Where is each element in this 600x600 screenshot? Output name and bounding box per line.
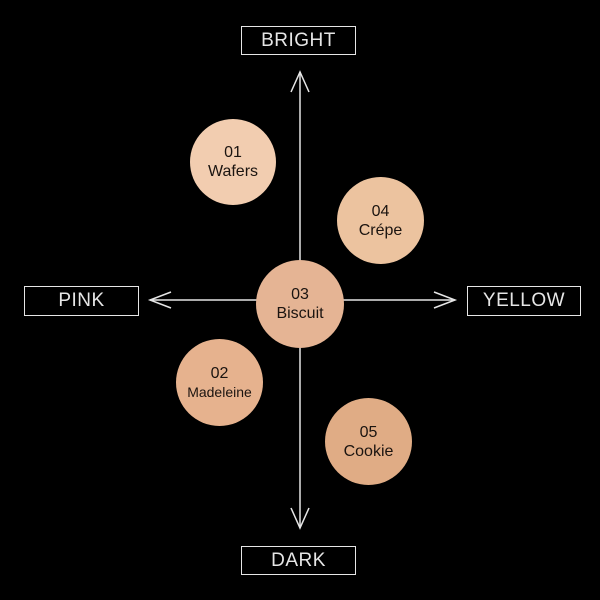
shade-swatch-cookie[interactable]: 05 Cookie: [325, 398, 412, 485]
shade-swatch-madeleine[interactable]: 02 Madeleine: [176, 339, 263, 426]
axis-label-pink: PINK: [24, 286, 139, 316]
arrow-right-head: [433, 291, 458, 309]
shade-number: 01: [224, 144, 242, 161]
shade-swatch-wafers[interactable]: 01 Wafers: [190, 119, 276, 205]
axis-label-bright: BRIGHT: [241, 26, 356, 55]
arrow-up-head: [290, 70, 310, 93]
shade-number: 04: [371, 202, 390, 220]
shade-swatch-crepe[interactable]: 04 Crépe: [337, 177, 424, 264]
shade-name: Wafers: [207, 163, 259, 180]
shade-name: Crépe: [358, 221, 403, 239]
shade-name: Madeleine: [187, 383, 252, 400]
axis-label-dark: DARK: [241, 546, 356, 575]
shade-number: 03: [291, 286, 309, 303]
shade-name: Biscuit: [276, 305, 324, 322]
arrow-down-head: [290, 507, 310, 530]
shade-swatch-biscuit[interactable]: 03 Biscuit: [256, 260, 344, 348]
shade-number: 02: [210, 364, 229, 382]
axis-label-yellow: YELLOW: [467, 286, 581, 316]
shade-name: Cookie: [343, 442, 394, 460]
shade-number: 05: [359, 423, 378, 441]
arrow-left-head: [147, 291, 172, 309]
